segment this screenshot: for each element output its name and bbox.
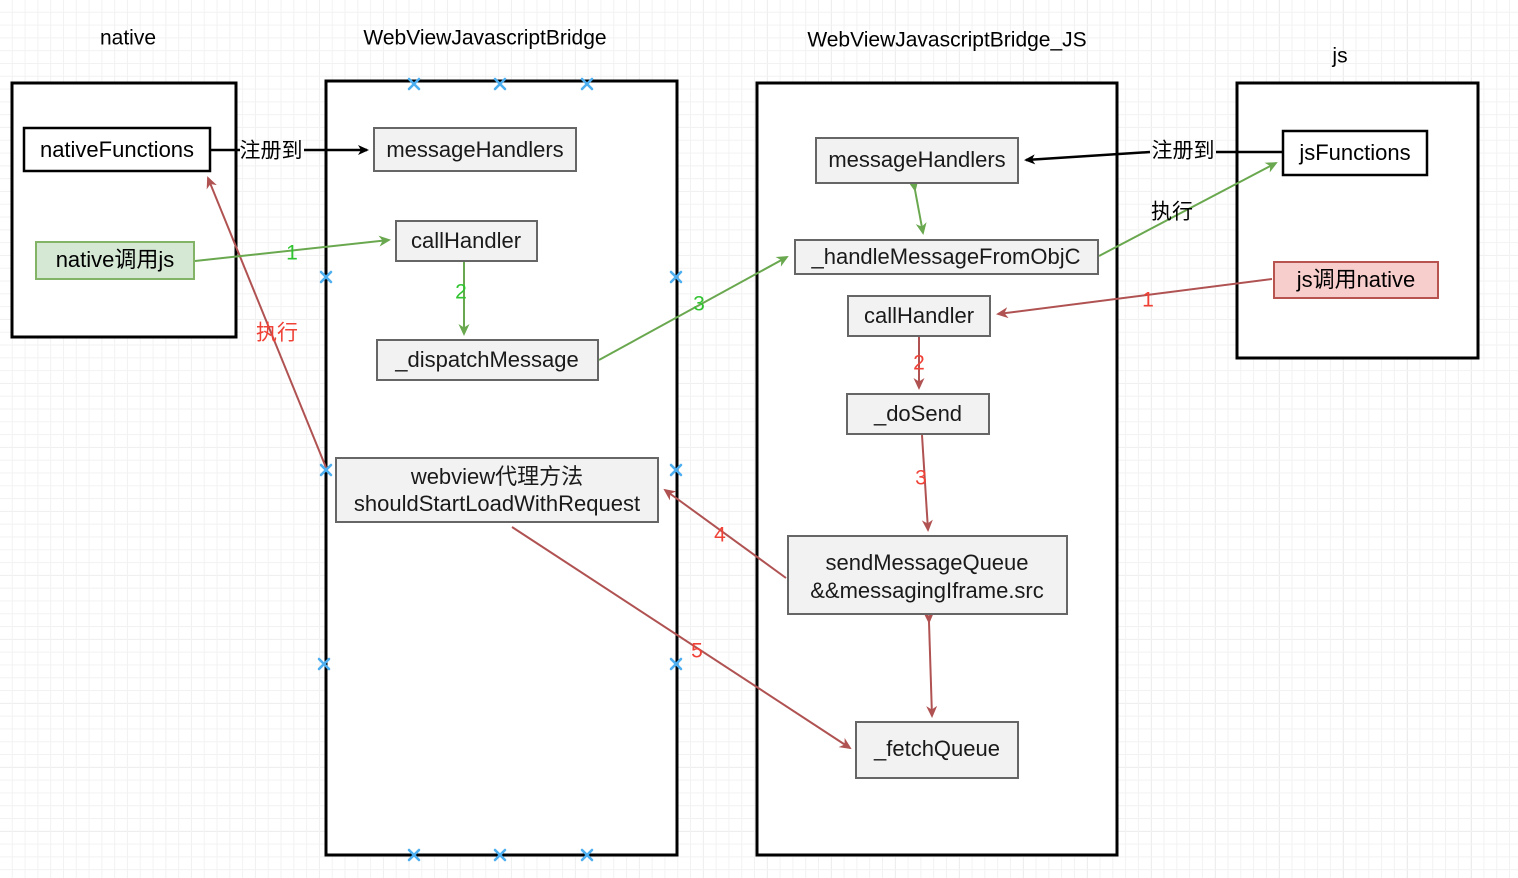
edge-sendMessageQueue-fetchQueue[interactable] xyxy=(923,611,938,718)
node-bridge-callHandler[interactable]: callHandler xyxy=(395,220,538,262)
node-nativeFunctions-label: nativeFunctions xyxy=(40,137,194,162)
node-bridge-messageHandlers[interactable]: messageHandlers xyxy=(373,127,577,172)
selection-handles[interactable] xyxy=(317,77,683,862)
edge-webview-to-nativeFunctions[interactable] xyxy=(206,176,328,471)
edge-label-green-1: 1 xyxy=(286,242,298,265)
edge-label-red-4: 4 xyxy=(714,524,726,547)
node-js-messageHandlers[interactable]: messageHandlers xyxy=(815,137,1019,184)
node-webview-delegate-label-line2: shouldStartLoadWithRequest xyxy=(354,491,640,516)
node-webview-delegate-label-line1: webview代理方法 xyxy=(410,464,583,489)
node-fetchQueue[interactable]: _fetchQueue xyxy=(855,721,1019,779)
container-js[interactable] xyxy=(1235,81,1480,360)
node-doSend[interactable]: _doSend xyxy=(846,393,990,435)
node-doSend-label: _doSend xyxy=(873,401,962,426)
selection-handle[interactable] xyxy=(580,848,594,862)
selection-handle[interactable] xyxy=(669,463,683,477)
edge-label-red-5: 5 xyxy=(691,640,703,663)
selection-handle[interactable] xyxy=(669,657,683,671)
edge-label-zhixing-left: 执行 xyxy=(256,322,298,345)
edge-doSend-to-sendMessageQueue[interactable] xyxy=(921,434,933,532)
node-fetchQueue-label: _fetchQueue xyxy=(873,736,1000,761)
selection-handle[interactable] xyxy=(493,848,507,862)
node-dispatchMessage-label: _dispatchMessage xyxy=(394,347,578,372)
node-bridge-messageHandlers-label: messageHandlers xyxy=(386,137,563,162)
title-native: native xyxy=(100,27,156,50)
node-sendMessageQueue[interactable]: sendMessageQueue &&messagingIframe.src xyxy=(787,535,1068,615)
node-jsFunctions-label: jsFunctions xyxy=(1298,140,1410,165)
node-js-callHandler[interactable]: callHandler xyxy=(847,295,991,337)
title-bridge: WebViewJavascriptBridge xyxy=(363,27,606,50)
node-handleMessageFromObjC-label: _handleMessageFromObjC xyxy=(810,244,1080,269)
edge-label-green-3: 3 xyxy=(693,293,705,316)
node-jsFunctions[interactable]: jsFunctions xyxy=(1281,129,1429,177)
node-webview-delegate[interactable]: webview代理方法 shouldStartLoadWithRequest xyxy=(335,457,659,523)
edge-label-red-3: 3 xyxy=(915,467,927,490)
edge-webview-to-fetchQueue[interactable] xyxy=(511,526,852,750)
edge-label-group: 注册到 注册到 执行 执行 1 2 3 1 2 3 4 5 xyxy=(240,140,1215,663)
title-bridge-js: WebViewJavascriptBridge_JS xyxy=(807,29,1086,52)
node-js-calls-native-label: js调用native xyxy=(1296,267,1416,292)
edge-handleMessageFromObjC-to-jsFunctions[interactable] xyxy=(1098,162,1278,257)
selection-handle[interactable] xyxy=(317,657,331,671)
node-js-calls-native[interactable]: js调用native xyxy=(1273,261,1439,299)
title-js: js xyxy=(1331,45,1347,68)
container-native[interactable] xyxy=(10,81,238,339)
node-nativeFunctions[interactable]: nativeFunctions xyxy=(22,126,212,173)
node-bridge-callHandler-label: callHandler xyxy=(411,228,521,253)
node-js-messageHandlers-label: messageHandlers xyxy=(828,147,1005,172)
node-native-calls-js-label: native调用js xyxy=(56,247,175,272)
edge-js-calls-native-to-callHandler[interactable] xyxy=(996,278,1273,319)
node-handleMessageFromObjC[interactable]: _handleMessageFromObjC xyxy=(794,239,1099,275)
edge-label-green-2: 2 xyxy=(455,281,467,304)
edge-js-messagehandlers-handlemessage[interactable] xyxy=(907,179,927,235)
selection-handle[interactable] xyxy=(580,77,594,91)
edge-native-calls-js-to-callHandler[interactable] xyxy=(194,235,391,262)
edge-sendMessageQueue-to-webview[interactable] xyxy=(663,488,787,579)
selection-handle[interactable] xyxy=(319,270,333,284)
node-dispatchMessage[interactable]: _dispatchMessage xyxy=(376,339,599,381)
node-js-callHandler-label: callHandler xyxy=(864,303,974,328)
edge-label-zhixing-right: 执行 xyxy=(1151,201,1193,224)
selection-handle[interactable] xyxy=(407,848,421,862)
selection-handle[interactable] xyxy=(493,77,507,91)
selection-handle[interactable] xyxy=(319,463,333,477)
selection-handle[interactable] xyxy=(407,77,421,91)
edge-label-zhuceda-left: 注册到 xyxy=(240,140,303,163)
node-sendMessageQueue-label-line2: &&messagingIframe.src xyxy=(810,578,1044,603)
node-sendMessageQueue-label-line1: sendMessageQueue xyxy=(825,550,1028,575)
edge-label-red-2: 2 xyxy=(913,352,925,375)
node-native-calls-js[interactable]: native调用js xyxy=(35,241,195,280)
selection-handle[interactable] xyxy=(669,270,683,284)
edge-label-zhuceda-right: 注册到 xyxy=(1152,140,1215,163)
edge-label-red-1: 1 xyxy=(1142,289,1154,312)
edge-dispatchMessage-to-handleMessageFromObjC[interactable] xyxy=(598,256,789,361)
edge-jsFunctions-to-jsmessageHandlers[interactable] xyxy=(1024,150,1151,165)
